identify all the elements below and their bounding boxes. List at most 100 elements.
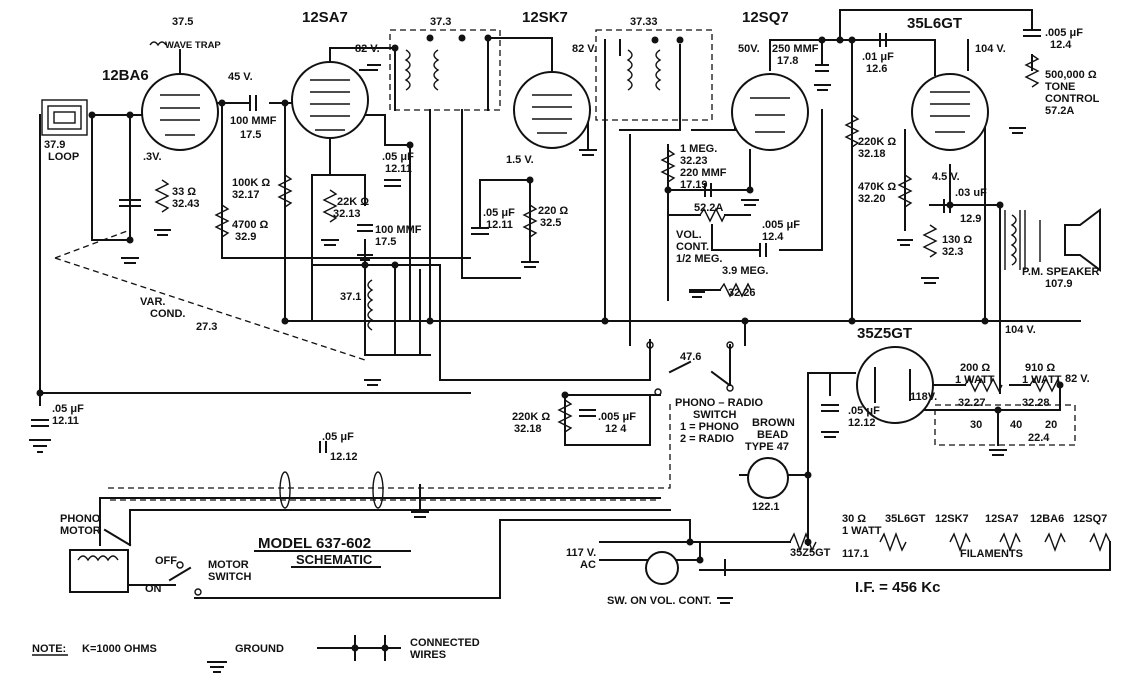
legend-connected-label: CONNECTED: [410, 637, 480, 649]
tone-control-label: CONTROL: [1045, 93, 1100, 105]
component-ref: 17.5: [240, 129, 261, 141]
coils: [149, 41, 1017, 331]
voltage-label: 1.5 V.: [506, 154, 534, 166]
voltage-label: 82 V.: [572, 43, 597, 55]
component-label: .05 μF: [483, 207, 515, 219]
if-transformer-ref: 37.33: [630, 16, 658, 28]
pilot-lamp: [645, 457, 789, 585]
loop-label: LOOP: [48, 151, 79, 163]
note-label: NOTE:: [32, 643, 66, 655]
component-label: 220K Ω: [512, 411, 550, 423]
component-ref: 12.9: [960, 213, 981, 225]
voltage-label: 118V.: [910, 391, 937, 403]
component-label: 1 WATT: [842, 525, 882, 537]
shielding: [54, 29, 1076, 509]
voltage-label: 50V.: [738, 43, 760, 55]
tone-control-ref: 57.2A: [1045, 105, 1074, 117]
component-label: 22K Ω: [337, 196, 369, 208]
component-label: 220K Ω: [858, 136, 896, 148]
resistors: [154, 54, 1111, 552]
filter-cap-label: 40: [1010, 419, 1022, 431]
component-label: .03 uF: [955, 187, 987, 199]
phono-motor: [69, 528, 132, 593]
tube-label-12ba6: 12BA6: [102, 67, 149, 84]
component-ref: 12.6: [866, 63, 887, 75]
ground-symbols: [29, 64, 1026, 673]
tube-35z5gt: [856, 346, 934, 424]
filter-cap-ref: 22.4: [1028, 432, 1050, 444]
component-ref: 32.18: [514, 423, 542, 435]
model-title: MODEL 637-602: [258, 535, 371, 552]
wave-trap-label: WAVE TRAP: [165, 40, 221, 51]
capacitors: [31, 29, 1041, 453]
component-ref: 32.28: [1022, 397, 1050, 409]
component-ref: 32.20: [858, 193, 886, 205]
filament-label: 12SQ7: [1073, 513, 1107, 525]
component-ref: 32.43: [172, 198, 200, 210]
phono-motor-label: PHONO: [60, 513, 101, 525]
tube-35l6gt: [911, 73, 989, 151]
component-label: 200 Ω: [960, 362, 990, 374]
volume-control-label: 1/2 MEG.: [676, 253, 722, 265]
volume-control-label: CONT.: [676, 241, 709, 253]
variable-condenser-ref: 27.3: [196, 321, 217, 333]
switches: [168, 341, 734, 596]
component-ref: 32.13: [333, 208, 361, 220]
voltage-label: 104 V.: [1005, 324, 1036, 336]
component-ref: 12.11: [52, 415, 79, 427]
component-ref: 12.4: [762, 231, 784, 243]
wiring: [39, 9, 1111, 599]
tube-12sa7: [291, 61, 369, 139]
phono-motor-label: MOTOR: [60, 525, 101, 537]
if-frequency-label: I.F. = 456 Kc: [855, 579, 940, 596]
component-ref: 32.9: [235, 231, 256, 243]
voltage-label: .3V.: [143, 151, 162, 163]
component-label: .005 μF: [598, 411, 636, 423]
variable-condenser-label: COND.: [150, 308, 185, 320]
component-label: .05 μF: [322, 431, 354, 443]
component-label: 1 WATT: [1022, 374, 1062, 386]
speaker-label: P.M. SPEAKER: [1022, 266, 1099, 278]
component-label: 220 Ω: [538, 205, 568, 217]
volume-control-label: VOL.: [676, 229, 702, 241]
phono-radio-switch-label: SWITCH: [693, 409, 736, 421]
voltage-label: 45 V.: [228, 71, 253, 83]
legend-connected-label: WIRES: [410, 649, 446, 661]
component-label: 100 MMF: [375, 224, 422, 236]
motor-switch-label: MOTOR: [208, 559, 249, 571]
component-ref: 12 4: [605, 423, 627, 435]
tube-12sk7: [513, 71, 591, 149]
legend-connected-wires: [317, 635, 401, 661]
loop-ref: 37.9: [44, 139, 65, 151]
component-label: .01 μF: [862, 51, 894, 63]
switch-ref: 47.6: [680, 351, 701, 363]
phono-radio-switch-label: PHONO – RADIO: [675, 397, 763, 409]
loop-antenna: [41, 99, 88, 136]
ac-input-label: AC: [580, 559, 596, 571]
component-label: 1 MEG.: [680, 143, 717, 155]
component-ref: 12.11: [486, 219, 513, 231]
junction-dots: [36, 34, 1064, 564]
tone-control-label: TONE: [1045, 81, 1075, 93]
component-label: 100K Ω: [232, 177, 270, 189]
volume-control-ref: 52.2A: [694, 202, 723, 214]
component-ref: 32.23: [680, 155, 708, 167]
component-ref: 12.12: [848, 417, 876, 429]
component-label: .05 μF: [52, 403, 84, 415]
tube-label-12sa7: 12SA7: [302, 9, 348, 26]
labels: 12BA6 12SA7 12SK7 12SQ7 35L6GT 35Z5GT 37…: [32, 9, 1107, 661]
component-ref: 117.1: [842, 548, 869, 560]
voltage-label: 104 V.: [975, 43, 1006, 55]
component-ref: 32.26: [728, 287, 756, 299]
filament-label: 12BA6: [1030, 513, 1064, 525]
component-label: 33 Ω: [172, 186, 196, 198]
wave-trap-ref: 37.5: [172, 16, 193, 28]
component-ref: 32.17: [232, 189, 260, 201]
filter-cap-label: 20: [1045, 419, 1057, 431]
schematic-title: SCHEMATIC: [296, 552, 373, 567]
speaker: [1004, 208, 1101, 272]
component-ref: 12.12: [330, 451, 358, 463]
switch-on-label: ON: [145, 583, 162, 595]
component-ref: 32.3: [942, 246, 963, 258]
pilot-lamp-label: BROWN: [752, 417, 795, 429]
